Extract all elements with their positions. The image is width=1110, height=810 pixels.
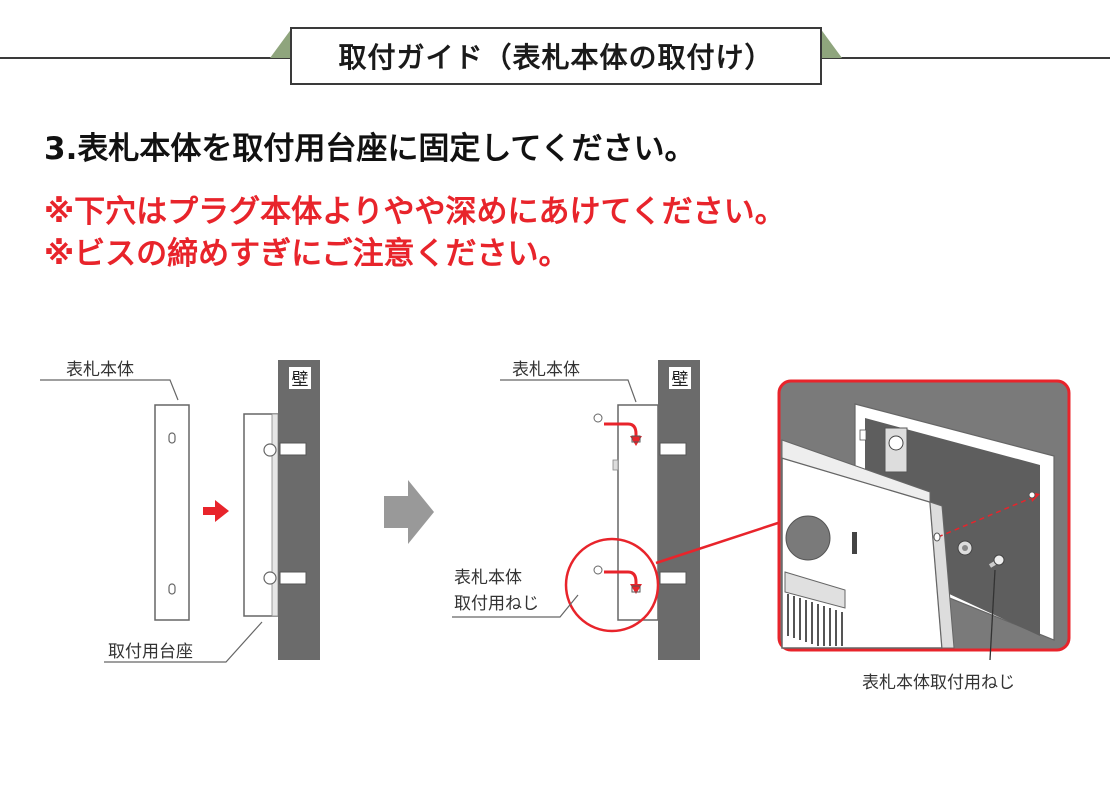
page-title: 取付ガイド（表札本体の取付け） (290, 27, 822, 85)
zoom-detail-panel (777, 379, 1071, 652)
right-nameplate-leader (500, 379, 637, 403)
screw-label-line2: 取付用ねじ (454, 594, 539, 614)
zoom-focus-circle (564, 537, 660, 633)
header-tab-left-wing (270, 28, 292, 58)
caution-note-overtighten: ※ビスの締めすぎにご注意ください。 (44, 236, 570, 272)
screw-label-line1: 表札本体 (454, 568, 522, 588)
left-base-leader (104, 621, 263, 663)
header-tab-right-wing (820, 28, 842, 58)
zoom-screw-label: 表札本体取付用ねじ (862, 673, 1015, 693)
progress-arrow-icon (384, 480, 434, 544)
caution-note-pilot-hole: ※下穴はプラグ本体よりやや深めにあけてください。 (44, 194, 786, 230)
left-mounting-base (243, 413, 279, 617)
move-arrow-icon (203, 500, 229, 522)
right-wall: 壁 (658, 360, 700, 660)
left-wall: 壁 (278, 360, 320, 660)
right-nameplate-label: 表札本体 (512, 360, 580, 380)
left-nameplate-leader (40, 379, 179, 401)
svg-text:壁: 壁 (672, 370, 689, 390)
zoom-connector-line (655, 520, 782, 565)
screw-label-leader (452, 594, 579, 618)
right-nameplate-body (593, 404, 659, 621)
left-nameplate-label: 表札本体 (66, 360, 134, 380)
zoom-screw-leader (989, 569, 996, 661)
step-instruction: 3.表札本体を取付用台座に固定してください。 (44, 131, 696, 167)
svg-text:壁: 壁 (292, 370, 309, 390)
left-base-label: 取付用台座 (108, 642, 193, 662)
left-nameplate-body (154, 404, 190, 621)
